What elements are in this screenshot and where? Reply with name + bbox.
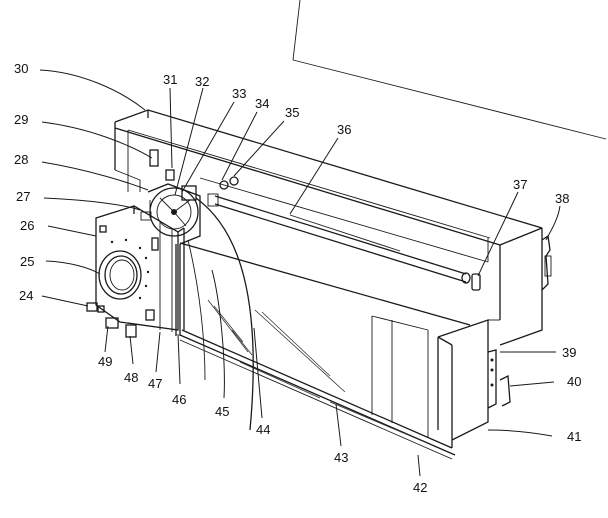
callout-labels: 30 31 32 33 34 35 36 29 28 27 26 25 24 4… [14,61,581,495]
callout-34: 34 [255,96,269,111]
callout-26: 26 [20,218,34,233]
callout-43: 43 [334,450,348,465]
rod [207,193,471,284]
callout-33: 33 [232,86,246,101]
knobs [219,176,239,190]
callout-38: 38 [555,191,569,206]
callout-41: 41 [567,429,581,444]
callout-40: 40 [567,374,581,389]
callout-30: 30 [14,61,28,76]
side-brackets [487,349,511,409]
callout-27: 27 [16,189,30,204]
callout-39: 39 [562,345,576,360]
leader-lines [39,69,561,477]
callout-44: 44 [256,422,270,437]
callout-45: 45 [215,404,229,419]
callout-32: 32 [195,74,209,89]
callout-46: 46 [172,392,186,407]
housing [114,109,543,460]
small-parts [149,149,175,181]
callout-42: 42 [413,480,427,495]
callout-47: 47 [148,376,162,391]
switches [86,302,137,338]
callout-25: 25 [20,254,34,269]
callout-48: 48 [124,370,138,385]
end-bracket [541,234,552,291]
callout-36: 36 [337,122,351,137]
page-edge-line [292,59,607,140]
side-frame [175,244,181,336]
callout-29: 29 [14,112,28,127]
gear-assembly [140,183,254,431]
control-plate [95,205,185,332]
page-edge-line [292,0,301,61]
callout-24: 24 [19,288,33,303]
callout-35: 35 [285,105,299,120]
clip [471,273,481,291]
callout-28: 28 [14,152,28,167]
callout-31: 31 [163,72,177,87]
callout-37: 37 [513,177,527,192]
callout-49: 49 [98,354,112,369]
